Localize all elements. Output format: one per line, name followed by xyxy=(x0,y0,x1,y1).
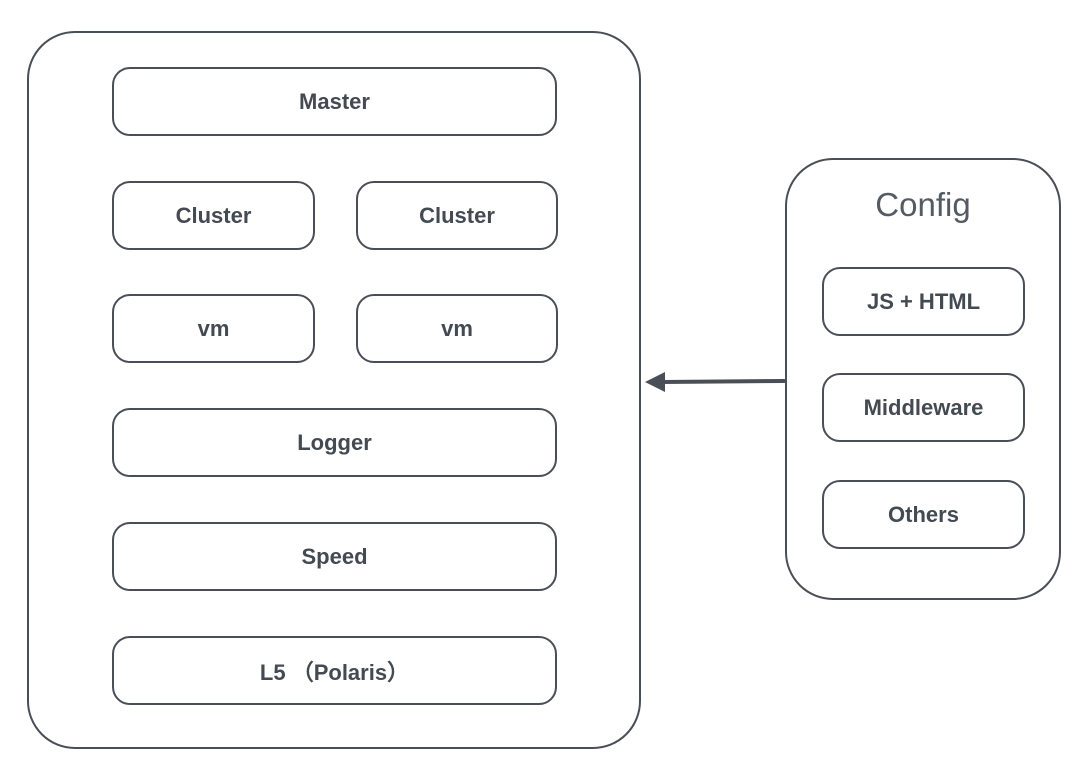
logger-label: Logger xyxy=(297,429,372,455)
config-item-js-html: JS + HTML xyxy=(822,267,1025,336)
arrowhead-icon xyxy=(645,372,665,392)
config-item-label: Middleware xyxy=(863,394,984,420)
vm-box-left: vm xyxy=(112,294,315,363)
cluster-left-label: Cluster xyxy=(175,202,252,228)
logger-box: Logger xyxy=(112,408,557,477)
config-item-others: Others xyxy=(822,480,1025,549)
main-container xyxy=(27,31,641,749)
master-label: Master xyxy=(299,88,370,114)
vm-right-label: vm xyxy=(441,315,473,341)
config-title: Config xyxy=(875,186,971,223)
vm-box-right: vm xyxy=(356,294,558,363)
cluster-right-label: Cluster xyxy=(419,202,495,228)
l5-polaris-box: L5 （Polaris） xyxy=(112,636,557,705)
arrow-line xyxy=(660,379,786,384)
cluster-box-right: Cluster xyxy=(356,181,558,250)
vm-left-label: vm xyxy=(197,315,230,341)
cluster-box-left: Cluster xyxy=(112,181,315,250)
config-item-label: Others xyxy=(888,501,959,527)
l5-polaris-label: L5 （Polaris） xyxy=(259,659,410,685)
speed-box: Speed xyxy=(112,522,557,591)
config-item-label: JS + HTML xyxy=(866,288,981,314)
speed-label: Speed xyxy=(301,543,368,569)
config-item-middleware: Middleware xyxy=(822,373,1025,442)
master-box: Master xyxy=(112,67,557,136)
